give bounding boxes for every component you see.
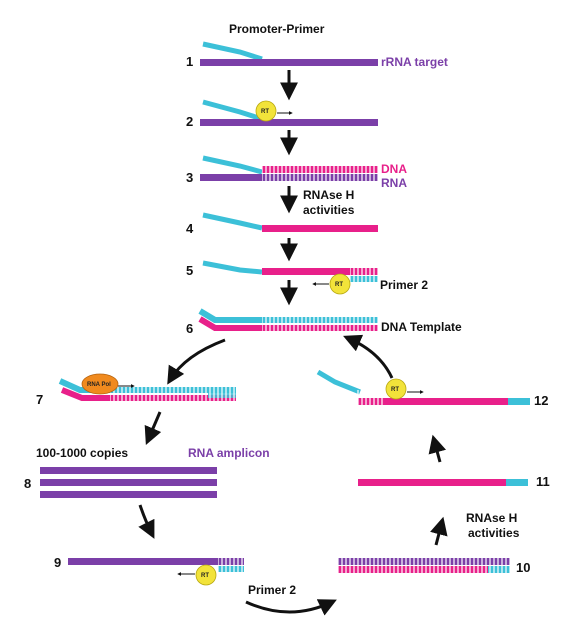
rnase-h-label-2: RNAse H bbox=[466, 511, 517, 525]
rrna-strand bbox=[200, 59, 378, 66]
step-number-10: 10 bbox=[516, 560, 530, 575]
rt-label: RT bbox=[261, 109, 269, 115]
arrow-10-11 bbox=[430, 516, 448, 546]
step-number-8: 8 bbox=[24, 476, 31, 491]
promoter-primer bbox=[202, 155, 263, 175]
rt-label: RT bbox=[335, 282, 343, 288]
step-number-12: 12 bbox=[534, 393, 548, 408]
primer-bonds bbox=[350, 268, 378, 282]
rna-amplicon-copy bbox=[40, 467, 217, 474]
promoter-primer bbox=[202, 41, 263, 62]
rt-enzyme bbox=[329, 273, 351, 295]
arrow-12-6 bbox=[343, 334, 394, 379]
step-number-5: 5 bbox=[186, 263, 193, 278]
step-number-4: 4 bbox=[186, 221, 194, 236]
primer-bonds bbox=[356, 390, 384, 405]
primer-2-label-bottom: Primer 2 bbox=[248, 583, 296, 597]
primer-2 bbox=[506, 479, 528, 486]
cdna-strand bbox=[358, 398, 508, 405]
step-9: RT bbox=[68, 558, 244, 586]
rna-pol-label: RNA Pol bbox=[87, 382, 111, 388]
promoter-primer-label: Promoter-Primer bbox=[229, 22, 325, 36]
primer-2 bbox=[508, 398, 530, 405]
step-8 bbox=[40, 467, 217, 498]
rt-enzyme bbox=[255, 100, 277, 122]
cdna-strand bbox=[358, 479, 506, 486]
arrow-11-12 bbox=[428, 434, 446, 463]
step-number-2: 2 bbox=[186, 114, 193, 129]
rna-amplicon-label: RNA amplicon bbox=[188, 446, 270, 460]
double-strand-bonds bbox=[110, 387, 236, 401]
double-strand-bonds bbox=[262, 317, 378, 331]
rnase-h-activities-label-1: activities bbox=[303, 203, 355, 217]
dna-template-label: DNA Template bbox=[381, 320, 462, 334]
step-1 bbox=[200, 41, 378, 66]
arrow-6-7 bbox=[167, 338, 226, 385]
primer-bonds bbox=[218, 558, 244, 572]
cdna-strand bbox=[262, 268, 378, 275]
step-number-1: 1 bbox=[186, 54, 193, 69]
rnase-h-label-1: RNAse H bbox=[303, 188, 354, 202]
step-11 bbox=[358, 479, 528, 486]
step-4 bbox=[202, 212, 378, 232]
arrow-7-8 bbox=[144, 411, 162, 445]
rrna-target-label: rRNA target bbox=[381, 55, 448, 69]
promoter-primer bbox=[316, 369, 361, 395]
rna-amplicon-strand bbox=[68, 558, 244, 565]
promoter-primer bbox=[202, 260, 263, 275]
rna-polymerase bbox=[81, 373, 119, 395]
step-number-7: 7 bbox=[36, 392, 43, 407]
hybrid-bonds bbox=[338, 558, 510, 573]
rt-enzyme bbox=[195, 564, 217, 586]
hybrid-bonds bbox=[262, 166, 378, 181]
step-number-6: 6 bbox=[186, 321, 193, 336]
rt-label: RT bbox=[391, 387, 399, 393]
promoter-primer bbox=[202, 99, 263, 122]
step-12: RT bbox=[316, 369, 530, 405]
promoter-primer bbox=[202, 212, 263, 231]
step-3 bbox=[200, 155, 378, 181]
primer-2-label: Primer 2 bbox=[380, 278, 428, 292]
step-10 bbox=[338, 558, 510, 573]
step-7: RNA Pol bbox=[58, 373, 236, 401]
rnase-h-activities-label-2: activities bbox=[468, 526, 520, 540]
copies-label: 100-1000 copies bbox=[36, 446, 128, 460]
rna-amplicon-copy bbox=[40, 491, 217, 498]
rt-enzyme bbox=[385, 378, 407, 400]
rna-amplicon-copy bbox=[40, 479, 217, 486]
rrna-strand bbox=[200, 119, 378, 126]
step-2: RT bbox=[200, 99, 378, 126]
step-number-9: 9 bbox=[54, 555, 61, 570]
step-number-3: 3 bbox=[186, 170, 193, 185]
arrow-9-10 bbox=[245, 599, 337, 616]
dna-label: DNA bbox=[381, 162, 407, 176]
arrow-8-9 bbox=[138, 504, 155, 539]
cdna-strand bbox=[262, 225, 378, 232]
rt-label: RT bbox=[201, 573, 209, 579]
step-number-11: 11 bbox=[536, 474, 550, 489]
step-5: RT bbox=[202, 260, 378, 295]
step-6 bbox=[198, 308, 378, 331]
rna-label: RNA bbox=[381, 176, 407, 190]
